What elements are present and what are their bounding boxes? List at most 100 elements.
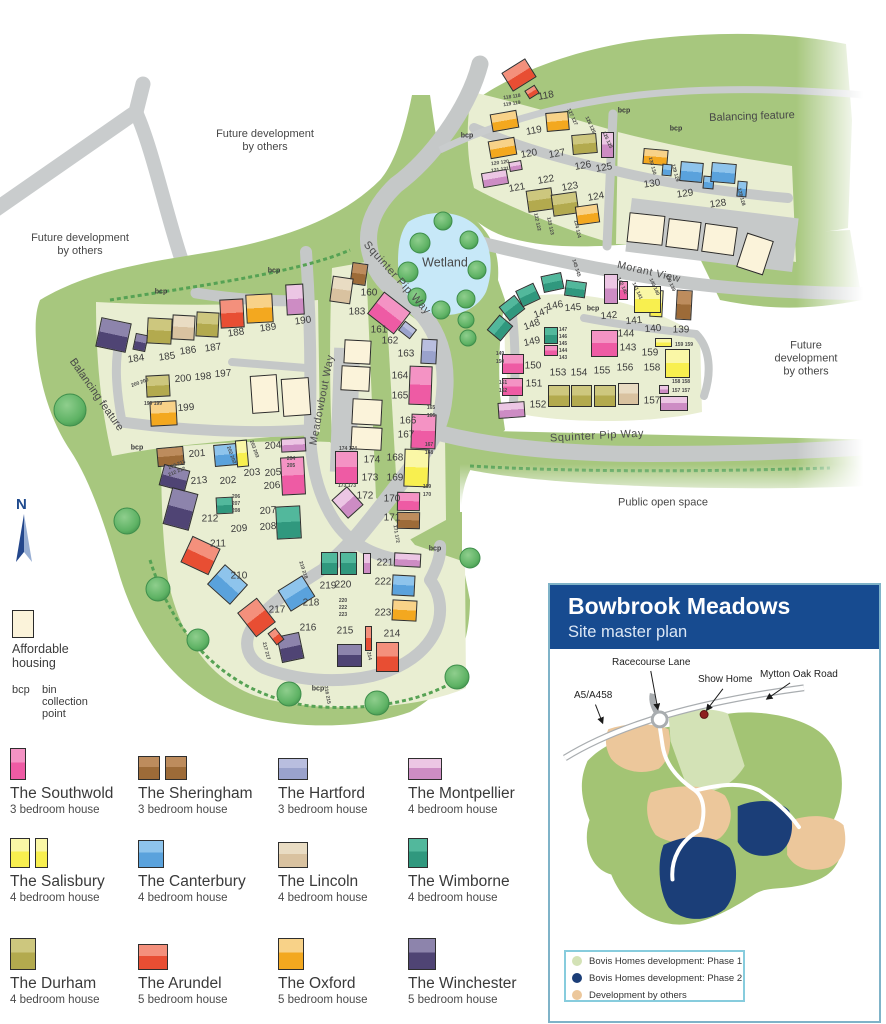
plot-number: 156	[616, 362, 634, 374]
house-type-swatch	[138, 830, 268, 868]
house-footprint	[321, 552, 338, 575]
plot-number: 140	[644, 322, 662, 336]
garage-label: 119 119	[502, 99, 522, 109]
annotation-arrow	[594, 670, 791, 725]
plot-number: 219	[319, 580, 337, 592]
bcp-marker: bcp	[311, 685, 325, 693]
area-label: Balancing feature	[708, 109, 795, 125]
house-type-swatch-box	[165, 756, 187, 780]
garage-label: 169	[422, 484, 432, 490]
garage-label: 165	[426, 405, 436, 411]
garage-label: 126 126	[583, 115, 597, 135]
house-type-swatch	[138, 932, 268, 970]
house-type-swatch-box	[408, 938, 436, 970]
house-type-swatch	[408, 742, 538, 780]
plot-number: 122	[536, 173, 556, 187]
house-type-swatch	[10, 742, 140, 780]
plot-number: 125	[594, 161, 614, 175]
inset-header: Bowbrook Meadows Site master plan	[550, 585, 879, 649]
plot-number: 164	[391, 370, 409, 382]
north-label: N	[16, 496, 27, 513]
house-type-swatch-box	[138, 840, 164, 868]
garage-label: 199 199	[143, 401, 163, 407]
house-type-swatch-box	[10, 748, 26, 780]
plot-number: 158	[643, 362, 661, 374]
plot-number: 183	[348, 306, 366, 318]
plot-number: 222	[374, 576, 392, 588]
roundabout-icon	[650, 710, 669, 729]
house-type-name: The Montpellier	[408, 785, 515, 802]
garage-label: 159 159	[674, 342, 694, 348]
house-type-swatch-box	[408, 838, 428, 868]
garage-label: 170	[422, 492, 432, 498]
house-type-desc: 4 bedroom house	[10, 892, 100, 904]
plot-number: 217	[268, 604, 286, 616]
area-label: Future development by others	[216, 128, 314, 153]
house-footprint	[634, 286, 661, 313]
garage-label: 166	[426, 413, 436, 419]
garage-label: 128 128	[735, 187, 747, 207]
plot-number: 130	[642, 177, 662, 191]
plot-number: 169	[386, 472, 404, 484]
plot-number: 118	[537, 89, 555, 103]
inset-legend-dot	[572, 973, 582, 983]
garage-label: 146	[558, 334, 568, 340]
house-type-name: The Southwold	[10, 785, 114, 802]
house-footprint	[660, 396, 688, 411]
inset-phase2-area	[659, 801, 793, 919]
house-footprint	[571, 385, 592, 407]
house-type-desc: 5 bedroom house	[138, 994, 228, 1006]
garage-label: 151	[498, 380, 508, 386]
house-type-name: The Wimborne	[408, 873, 510, 890]
house-type-swatch	[408, 932, 538, 970]
house-type-name: The Oxford	[278, 975, 356, 992]
plot-number: 185	[157, 350, 177, 364]
house-type-desc: 4 bedroom house	[138, 892, 228, 904]
bcp-abbr: bcp	[12, 684, 30, 696]
house-footprint	[659, 385, 669, 394]
house-type-name: The Hartford	[278, 785, 366, 802]
house-type-swatch-box	[408, 758, 442, 780]
garage-label: 142 142	[615, 276, 629, 296]
garage-label: 152	[498, 388, 508, 394]
inset-legend-item: Bovis Homes development: Phase 2	[572, 970, 743, 986]
inset-legend-dot	[572, 956, 582, 966]
plot-number: 157	[643, 395, 661, 407]
house-type-swatch	[10, 830, 140, 868]
inset-others-area	[605, 724, 846, 870]
plot-number: 163	[397, 348, 415, 360]
area-label: Future development by others	[31, 232, 129, 257]
plot-number: 204	[264, 439, 282, 453]
plot-number: 186	[178, 344, 198, 358]
house-footprint	[335, 451, 358, 484]
plot-number: 167	[397, 429, 415, 441]
inset-map-label: Show Home	[698, 674, 753, 685]
house-type-desc: 4 bedroom house	[10, 994, 100, 1006]
garage-label: 220	[338, 598, 348, 604]
bcp-marker: bcp	[130, 444, 144, 452]
house-type-name: The Lincoln	[278, 873, 359, 890]
garage-label: 206	[231, 494, 241, 500]
plot-number: 141	[625, 314, 643, 328]
bcp-marker: bcp	[267, 267, 281, 275]
plot-number: 207	[259, 504, 277, 518]
garage-label: 143	[558, 355, 568, 361]
garage-label: 207	[231, 501, 241, 507]
area-label: Wetland	[422, 255, 468, 270]
inset-subtitle: Site master plan	[568, 623, 688, 641]
inset-map-label: Racecourse Lane	[612, 657, 691, 668]
garage-label: 158 158	[671, 379, 691, 385]
inset-map-label: Mytton Oak Road	[760, 669, 838, 680]
house-type-swatch	[10, 932, 140, 970]
garage-label: 122 122	[532, 212, 542, 232]
plot-number: 162	[381, 335, 399, 347]
plot-number: 205	[264, 466, 282, 480]
plot-number: 200	[174, 372, 192, 386]
